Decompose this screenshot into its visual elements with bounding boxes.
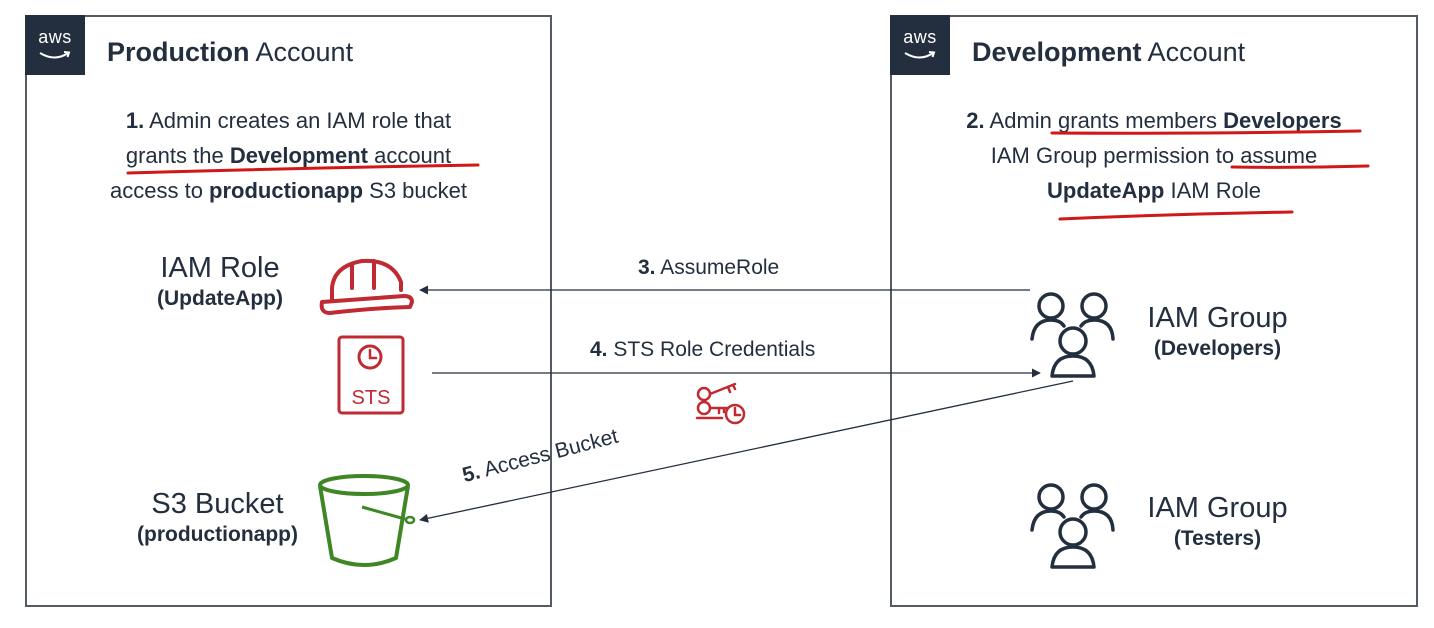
aws-smile-icon [39, 51, 71, 59]
underline-updateapp [1058, 210, 1294, 221]
development-step-text: 2. Admin grants members Developers IAM G… [966, 108, 1342, 203]
development-account-box: aws Development Account 2. Admin grants … [890, 15, 1418, 607]
edge-sts-credentials-label: 4. STS Role Credentials [590, 338, 816, 361]
production-account-title: Production Account [107, 37, 354, 67]
users-group-icon [1030, 292, 1115, 378]
sts-token-icon: STS [337, 335, 405, 415]
underline-to-assume [1230, 164, 1370, 169]
keys-clock-icon [695, 382, 746, 425]
development-account-title: Development Account [972, 37, 1246, 67]
iam-group-developers-label: IAM Group (Developers) [1147, 302, 1288, 360]
sts-token-label: STS [352, 387, 391, 409]
s3-bucket-label: S3 Bucket (productionapp) [137, 488, 298, 546]
aws-logo-text: aws [38, 27, 72, 47]
iam-role-label: IAM Role (UpdateApp) [157, 252, 283, 310]
iam-group-testers-label: IAM Group (Testers) [1147, 492, 1288, 550]
underline-grants-developers [1050, 129, 1362, 135]
production-step-text: 1. Admin creates an IAM role that grants… [110, 108, 467, 203]
users-group-icon [1030, 483, 1115, 569]
edge-assume-role-label: 3. AssumeRole [638, 256, 780, 279]
bucket-icon [318, 474, 416, 567]
aws-logo-text: aws [903, 27, 937, 47]
hard-hat-icon [319, 258, 414, 315]
edge-access-bucket-arrow [419, 380, 1074, 523]
aws-logo-icon: aws [890, 15, 950, 75]
production-account-box: aws Production Account 1. Admin creates … [25, 15, 552, 607]
aws-logo-icon: aws [25, 15, 85, 75]
underline-grants-development [126, 163, 480, 175]
aws-smile-icon [904, 51, 936, 59]
